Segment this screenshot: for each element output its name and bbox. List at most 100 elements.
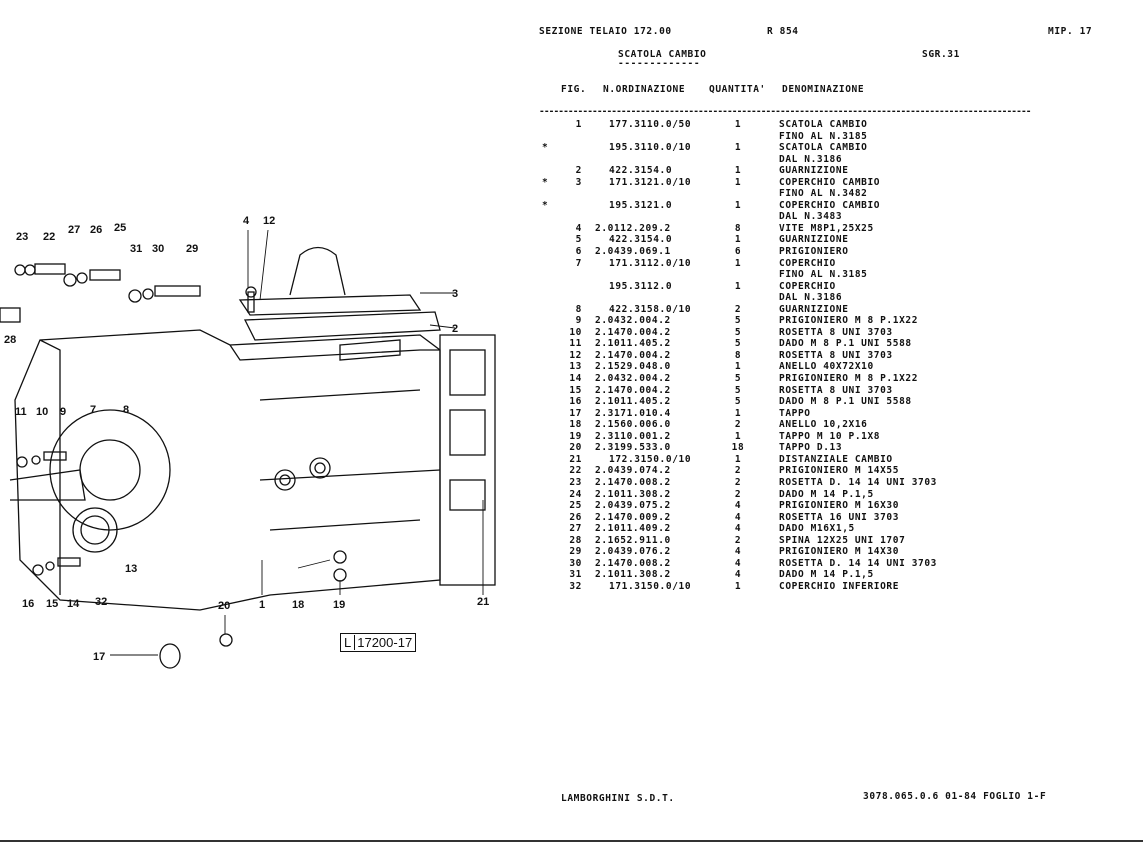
group-title: SCATOLA CAMBIO <box>618 49 707 60</box>
order-number: 2.0432.004.2 <box>595 373 671 385</box>
quantity: 4 <box>734 546 742 558</box>
order-number: 2.0439.074.2 <box>595 465 671 477</box>
quantity: 4 <box>734 569 742 581</box>
gearbox-cover <box>238 246 441 341</box>
quantity: 1 <box>734 407 742 419</box>
table-row: DAL N.3483 <box>540 211 1020 223</box>
description: VITE M8P1,25X25 <box>779 222 874 234</box>
order-number: 422.3154.0 <box>609 234 673 246</box>
fig-number: 16 <box>569 396 582 408</box>
callout-1: 1 <box>259 599 265 611</box>
callout-17: 17 <box>93 651 105 663</box>
column-header-desc: DENOMINAZIONE <box>782 84 865 95</box>
description: TAPPO D.13 <box>779 442 843 454</box>
quantity: 1 <box>734 361 742 373</box>
quantity: 1 <box>734 119 742 130</box>
order-number: 2.1011.405.2 <box>595 338 671 350</box>
description: COPERCHIO CAMBIO <box>779 176 881 188</box>
page-ref: MIP. 17 <box>1048 26 1093 37</box>
order-number: 2.1470.008.2 <box>595 557 671 569</box>
quantity: 1 <box>734 142 742 154</box>
description: FINO AL N.3482 <box>779 188 868 200</box>
order-number: 171.3150.0/10 <box>609 580 692 592</box>
description: ROSETTA 16 UNI 3703 <box>779 511 900 523</box>
table-row: FINO AL N.3185 <box>540 131 1020 143</box>
quantity: 4 <box>734 500 742 512</box>
order-number: 2.1560.006.0 <box>595 419 671 431</box>
order-number: 195.3112.0 <box>609 280 673 292</box>
order-number: 2.1470.004.2 <box>595 349 671 361</box>
row-marker: * <box>542 142 549 154</box>
description: SCATOLA CAMBIO <box>779 142 868 154</box>
quantity: 1 <box>734 430 742 442</box>
fig-number: 22 <box>569 465 582 477</box>
order-number: 172.3150.0/10 <box>609 453 692 465</box>
fig-number: 8 <box>575 303 582 315</box>
callout-3: 3 <box>452 288 458 300</box>
order-number: 2.1011.308.2 <box>595 488 671 500</box>
column-header-fig: FIG. <box>561 84 587 95</box>
description: COPERCHIO CAMBIO <box>779 199 881 211</box>
callout-21: 21 <box>477 596 489 608</box>
fig-number: 19 <box>569 430 582 442</box>
description: DADO M 8 P.1 UNI 5588 <box>779 338 912 350</box>
order-number: 2.1470.004.2 <box>595 326 671 338</box>
description: ANELLO 10,2X16 <box>779 419 868 431</box>
description: GUARNIZIONE <box>779 165 849 177</box>
description: PRIGIONIERO M 14X30 <box>779 546 900 558</box>
fig-number: 3 <box>575 176 582 188</box>
quantity: 2 <box>734 476 742 488</box>
callout-11: 11 <box>15 406 27 418</box>
order-number: 2.0112.209.2 <box>595 222 671 234</box>
description: FINO AL N.3185 <box>779 130 868 142</box>
description: ROSETTA 8 UNI 3703 <box>779 326 893 338</box>
callout-23: 23 <box>16 231 28 243</box>
description: DADO M 14 P.1,5 <box>779 569 874 581</box>
callout-8: 8 <box>123 404 129 416</box>
quantity: 5 <box>734 373 742 385</box>
order-number: 422.3158.0/10 <box>609 303 692 315</box>
callout-18: 18 <box>292 599 304 611</box>
callout-4: 4 <box>243 215 250 227</box>
quantity: 8 <box>734 222 742 234</box>
quantity: 2 <box>734 465 742 477</box>
fig-number: 32 <box>569 580 582 592</box>
table-row: 22 2.0439.074.2 2 PRIGIONIERO M 14X55 <box>540 465 1020 477</box>
description: GUARNIZIONE <box>779 303 849 315</box>
description: PRIGIONIERO M 14X55 <box>779 465 900 477</box>
order-number: 2.0439.069.1 <box>595 246 671 258</box>
figure-code-number: 17200-17 <box>357 635 413 650</box>
description: ROSETTA D. 14 14 UNI 3703 <box>779 557 937 569</box>
quantity: 2 <box>734 488 742 500</box>
callout-32: 32 <box>95 596 107 608</box>
spacer-plate <box>439 334 496 586</box>
table-row: DAL N.3186 <box>540 154 1020 166</box>
table-row: FINO AL N.3482 <box>540 188 1020 200</box>
callout-27: 27 <box>68 224 80 236</box>
section-title: SEZIONE TELAIO 172.00 <box>539 26 672 37</box>
fig-number: 20 <box>569 442 582 454</box>
fig-number: 1 <box>575 119 582 130</box>
fig-number: 17 <box>569 407 582 419</box>
table-row: DAL N.3186 <box>540 292 1020 304</box>
callout-20: 20 <box>218 600 230 612</box>
description: DADO M 14 P.1,5 <box>779 488 874 500</box>
studs-and-nuts <box>0 263 347 669</box>
quantity: 2 <box>734 303 742 315</box>
